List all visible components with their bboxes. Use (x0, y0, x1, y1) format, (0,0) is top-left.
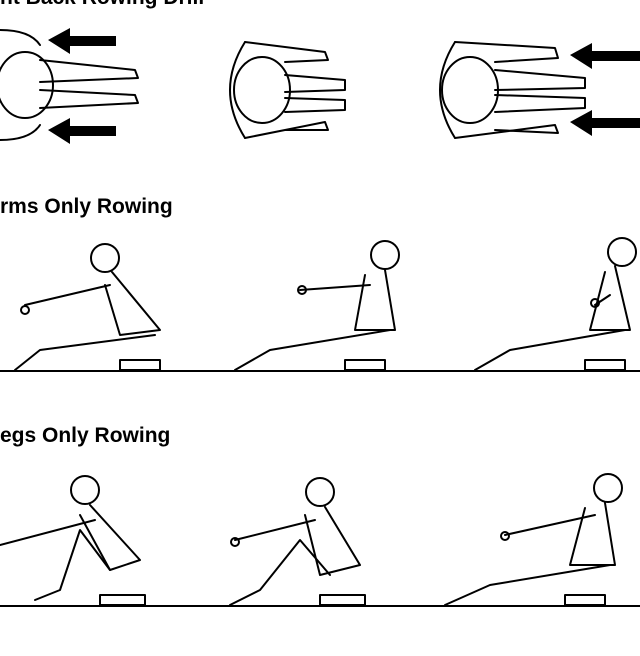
rower-arms-1 (14, 243, 161, 371)
heading-legs-only-rowing: egs Only Rowing (0, 424, 171, 447)
rower-legs-2 (229, 477, 366, 606)
top-view-figure-2 (229, 41, 346, 139)
arrow-icon (48, 28, 116, 144)
heading-arms-only-rowing: rms Only Rowing (0, 195, 173, 218)
rower-legs-3 (444, 473, 623, 606)
top-view-figure-3 (439, 41, 586, 139)
rower-arms-3 (474, 237, 637, 371)
arrow-icon (570, 43, 640, 136)
rower-legs-1 (0, 475, 146, 606)
top-view-figure-1 (0, 29, 139, 141)
heading-top-clipped: nt Back Rowing Drill (0, 0, 204, 10)
rower-arms-2 (234, 240, 400, 371)
